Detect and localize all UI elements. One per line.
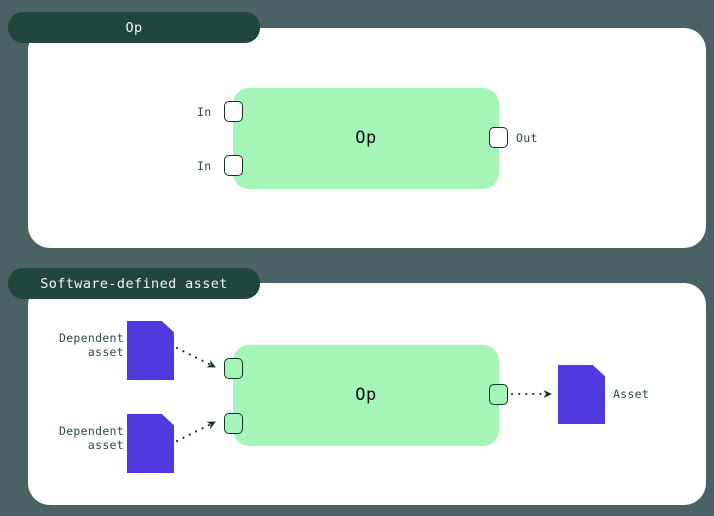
port-in-4[interactable] — [224, 413, 243, 434]
port-in-3[interactable] — [224, 358, 243, 379]
port-in-1[interactable] — [224, 101, 243, 122]
op-node-body-top: Op — [233, 88, 499, 189]
document-icon-output-asset[interactable] — [558, 365, 605, 424]
op-node-body-bottom: Op — [233, 345, 499, 446]
panel-software-defined-asset-title-tab: Software-defined asset — [8, 268, 260, 299]
dependent-asset-1-label: Dependent asset — [58, 331, 124, 360]
op-node-label-bottom: Op — [355, 385, 377, 405]
panel-op-title-text: Op — [125, 19, 143, 36]
port-in-2[interactable] — [224, 155, 243, 176]
op-node-label-top: Op — [355, 128, 377, 148]
document-icon-dependent-asset-2[interactable] — [127, 414, 174, 473]
document-icon-dependent-asset-1[interactable] — [127, 321, 174, 380]
output-asset-label: Asset — [613, 387, 650, 401]
dependent-asset-2-label: Dependent asset — [58, 424, 124, 453]
port-in-1-label: In — [197, 105, 212, 119]
port-out-2[interactable] — [489, 384, 508, 405]
port-out-1-label: Out — [516, 131, 538, 145]
panel-op-title-tab: Op — [8, 12, 260, 43]
panel-software-defined-asset-title-text: Software-defined asset — [40, 275, 228, 292]
port-in-2-label: In — [197, 159, 212, 173]
port-out-1[interactable] — [489, 127, 508, 148]
